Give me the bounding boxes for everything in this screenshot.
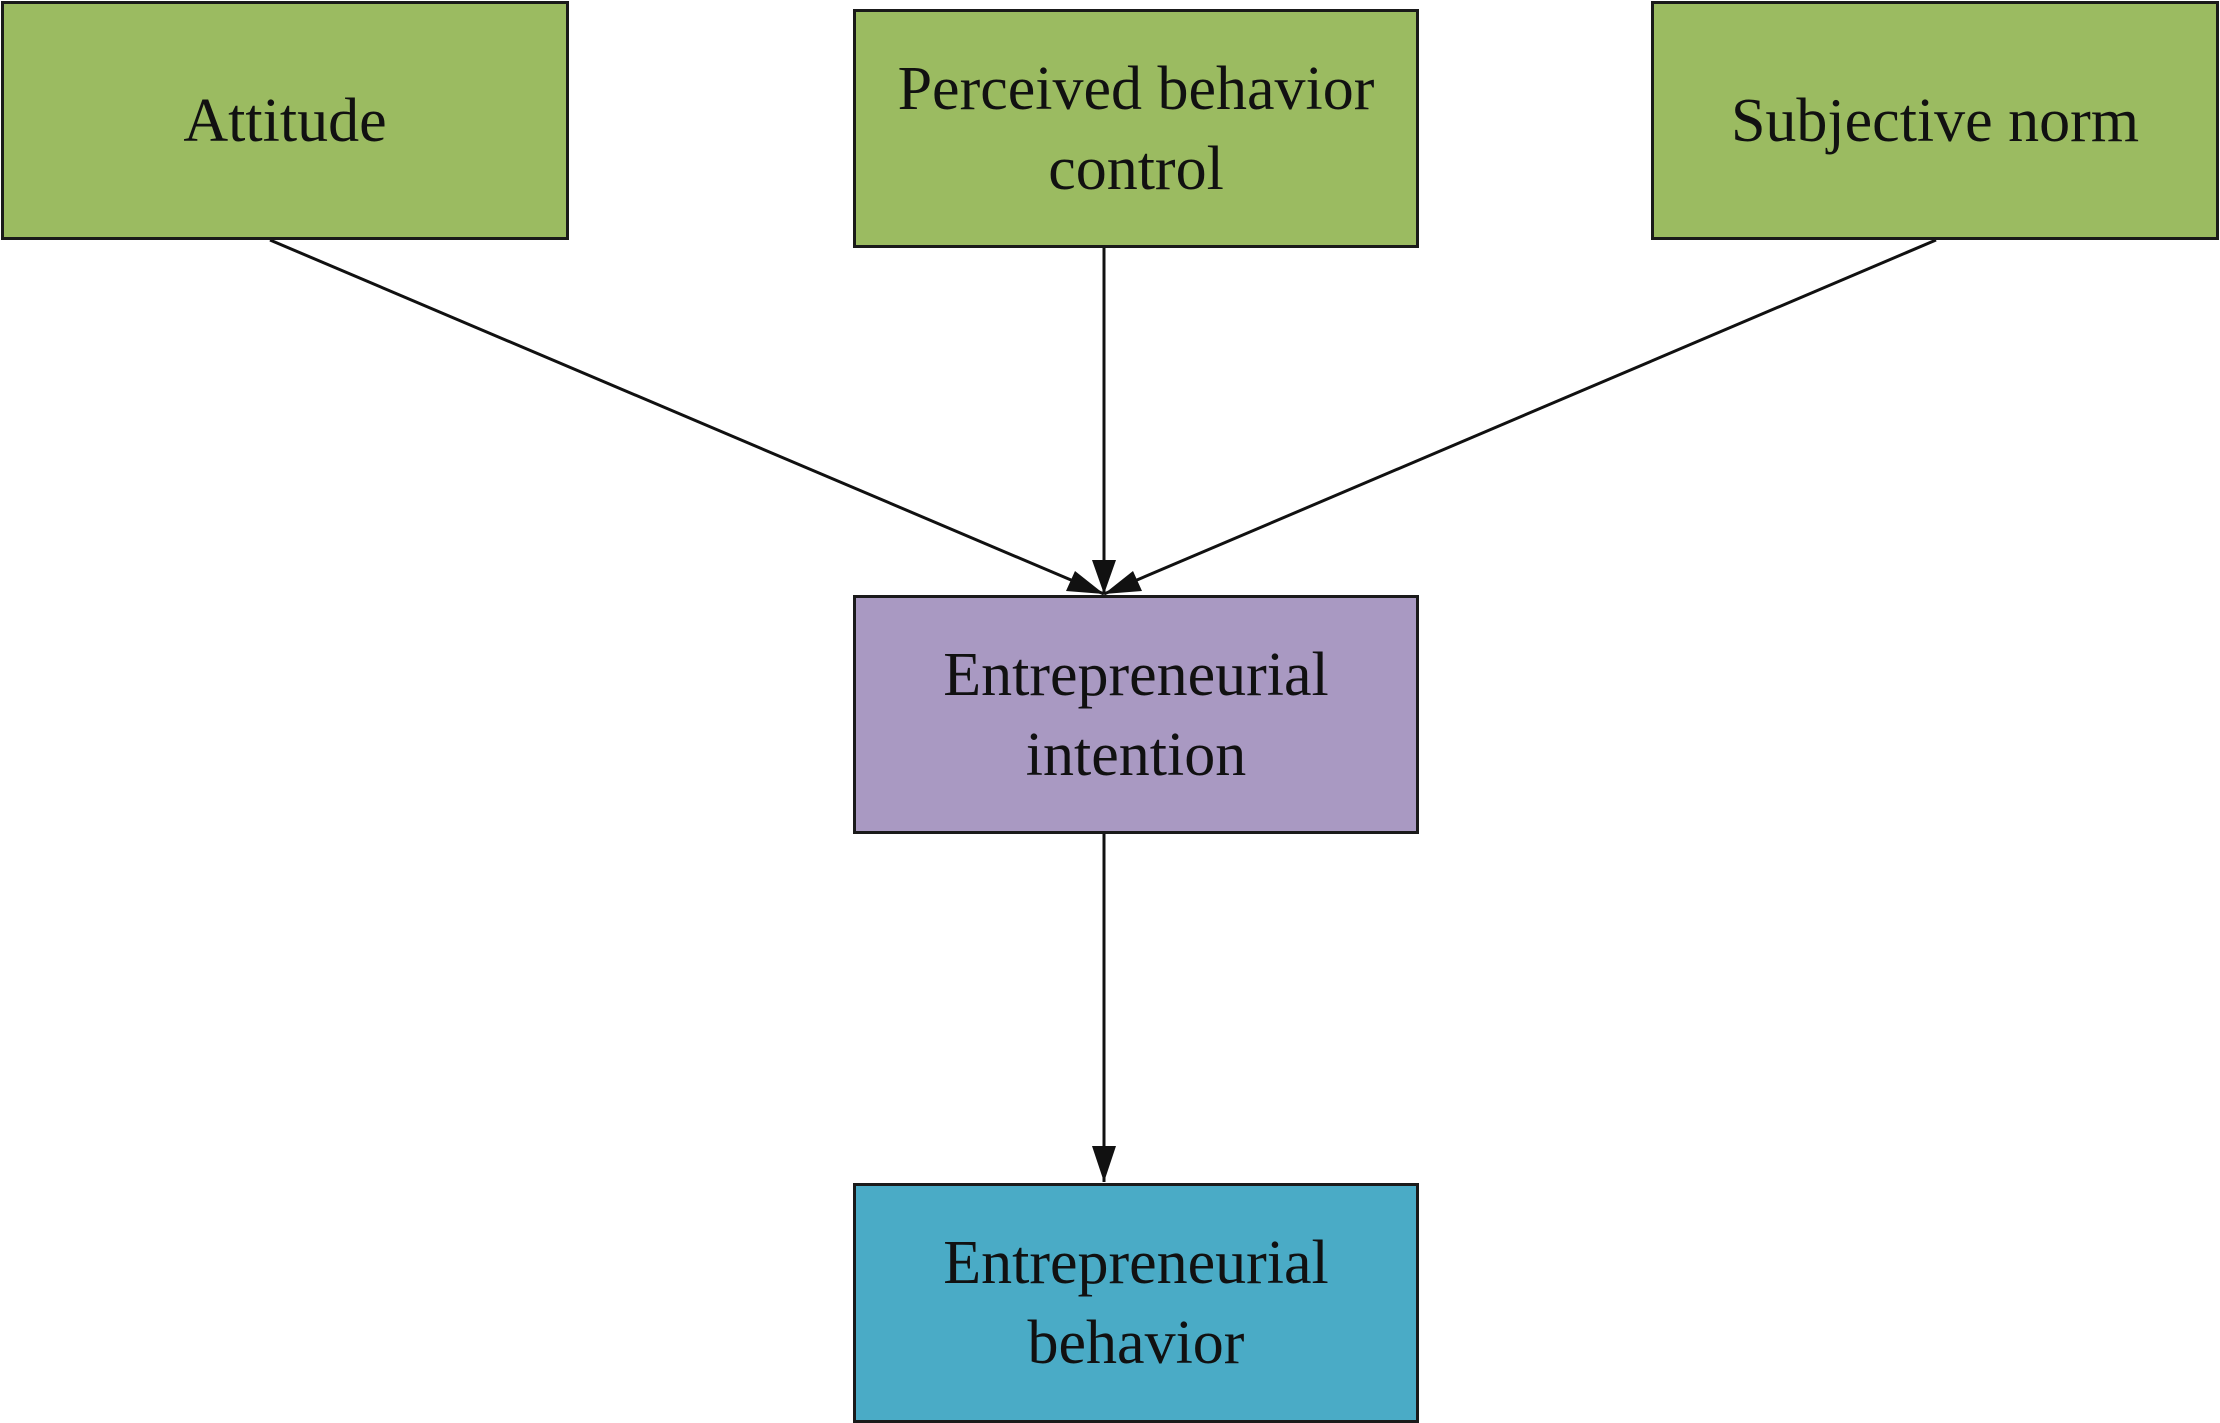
entrepreneurial-behavior-node: Entrepreneurial behavior	[853, 1183, 1419, 1423]
entrepreneurial-intention-node: Entrepreneurial intention	[853, 595, 1419, 834]
entrepreneurial-intention-label: Entrepreneurial intention	[943, 640, 1329, 789]
perceived-behavior-control-label: Perceived behavior control	[897, 54, 1375, 203]
subjective-norm-node: Subjective norm	[1651, 1, 2219, 240]
attitude-node: Attitude	[1, 1, 569, 240]
subjective-norm-label: Subjective norm	[1730, 86, 2140, 155]
edge-norm-to-intention	[1103, 238, 1937, 596]
edge-attitude-to-intention	[269, 238, 1105, 596]
edge-intention-to-behavior	[1092, 834, 1116, 1182]
attitude-label: Attitude	[183, 86, 387, 155]
edge-pbc-to-intention	[1092, 248, 1116, 594]
entrepreneurial-behavior-label: Entrepreneurial behavior	[943, 1229, 1329, 1377]
perceived-behavior-control-node: Perceived behavior control	[853, 9, 1419, 248]
